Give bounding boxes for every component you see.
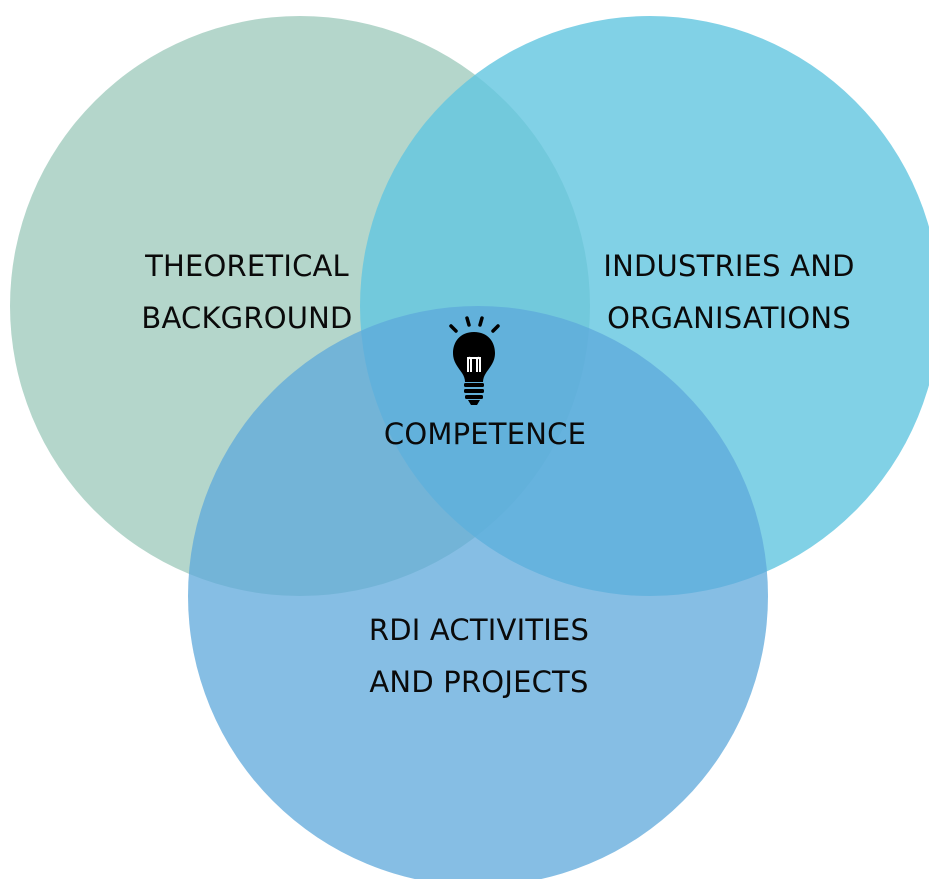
label-theoretical-background: THEORETICAL BACKGROUND [128,240,366,344]
label-line: ORGANISATIONS [607,301,851,335]
label-industries-and-organisations: INDUSTRIES AND ORGANISATIONS [584,240,874,344]
label-competence: COMPETENCE [383,417,587,451]
label-line: INDUSTRIES AND [603,249,855,283]
label-line: AND PROJECTS [369,665,589,699]
label-line: THEORETICAL [145,249,349,283]
circle-rdi-activities-and-projects [188,306,768,879]
label-line: RDI ACTIVITIES [368,613,590,647]
label-rdi-activities-and-projects: RDI ACTIVITIES AND PROJECTS [340,604,618,708]
label-line: BACKGROUND [141,301,353,335]
lightbulb-icon [449,316,500,405]
